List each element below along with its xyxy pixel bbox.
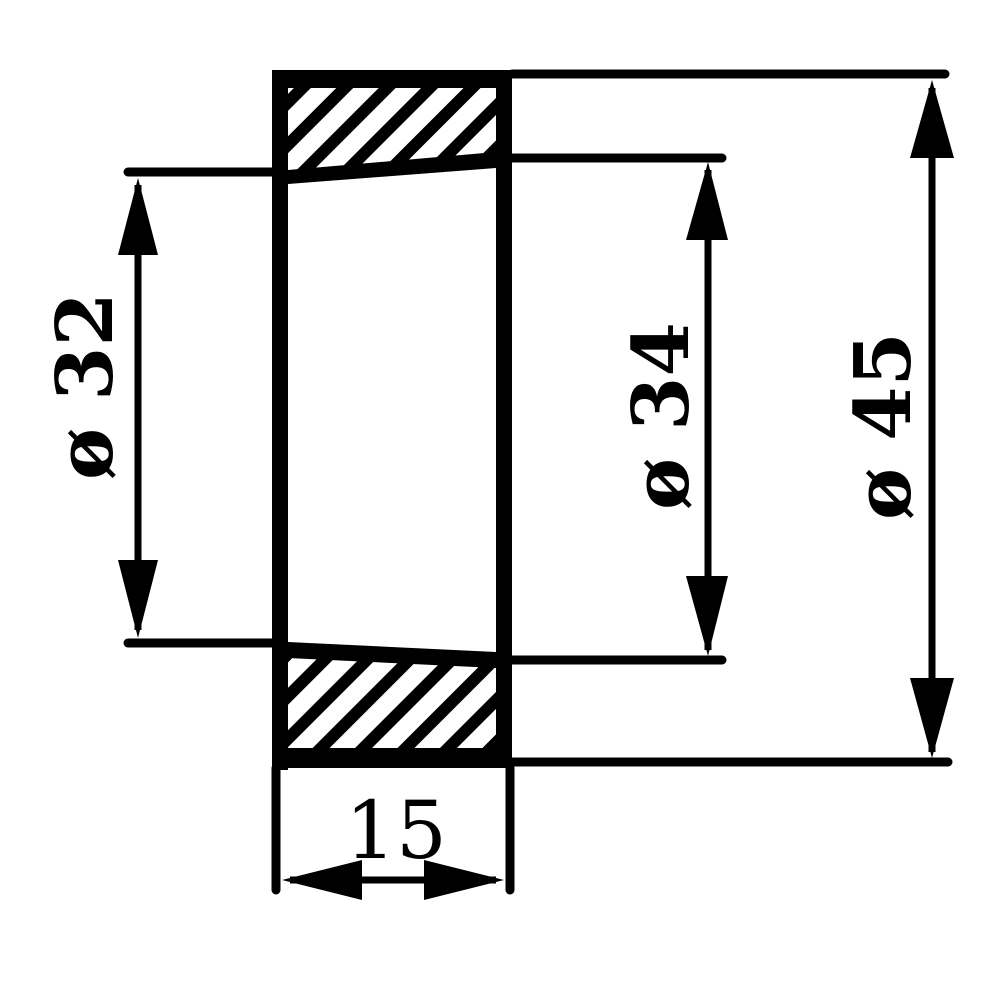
arrow-up-icon <box>118 178 158 255</box>
right-wall-line <box>496 70 512 768</box>
arrow-up-icon <box>686 162 728 240</box>
arrow-down-icon <box>910 678 954 758</box>
hatched-section-bottom <box>288 658 496 748</box>
dimension-inner-large-diameter: ø 34 <box>616 162 728 656</box>
extension-lines <box>123 69 953 895</box>
dimension-inner-small-diameter: ø 32 <box>40 178 158 638</box>
dimension-label-45: ø 45 <box>838 332 929 520</box>
bore-taper-top <box>288 152 496 184</box>
bore-taper-bottom <box>288 642 496 668</box>
dimension-outer-diameter: ø 45 <box>838 80 954 758</box>
top-edge-line <box>272 70 512 88</box>
section-body <box>272 70 512 770</box>
arrow-down-icon <box>686 576 728 656</box>
arrow-left-icon <box>282 860 362 900</box>
dimension-label-32: ø 32 <box>40 292 131 480</box>
arrow-up-icon <box>910 80 954 158</box>
left-wall-line <box>272 70 288 770</box>
dimension-label-15: 15 <box>345 784 447 877</box>
arrow-right-icon <box>424 860 504 900</box>
dimension-width: 15 <box>282 784 504 900</box>
arrow-down-icon <box>118 560 158 638</box>
hatched-section-top <box>288 88 496 170</box>
bottom-edge-line <box>272 748 512 768</box>
dimension-label-34: ø 34 <box>616 322 707 510</box>
